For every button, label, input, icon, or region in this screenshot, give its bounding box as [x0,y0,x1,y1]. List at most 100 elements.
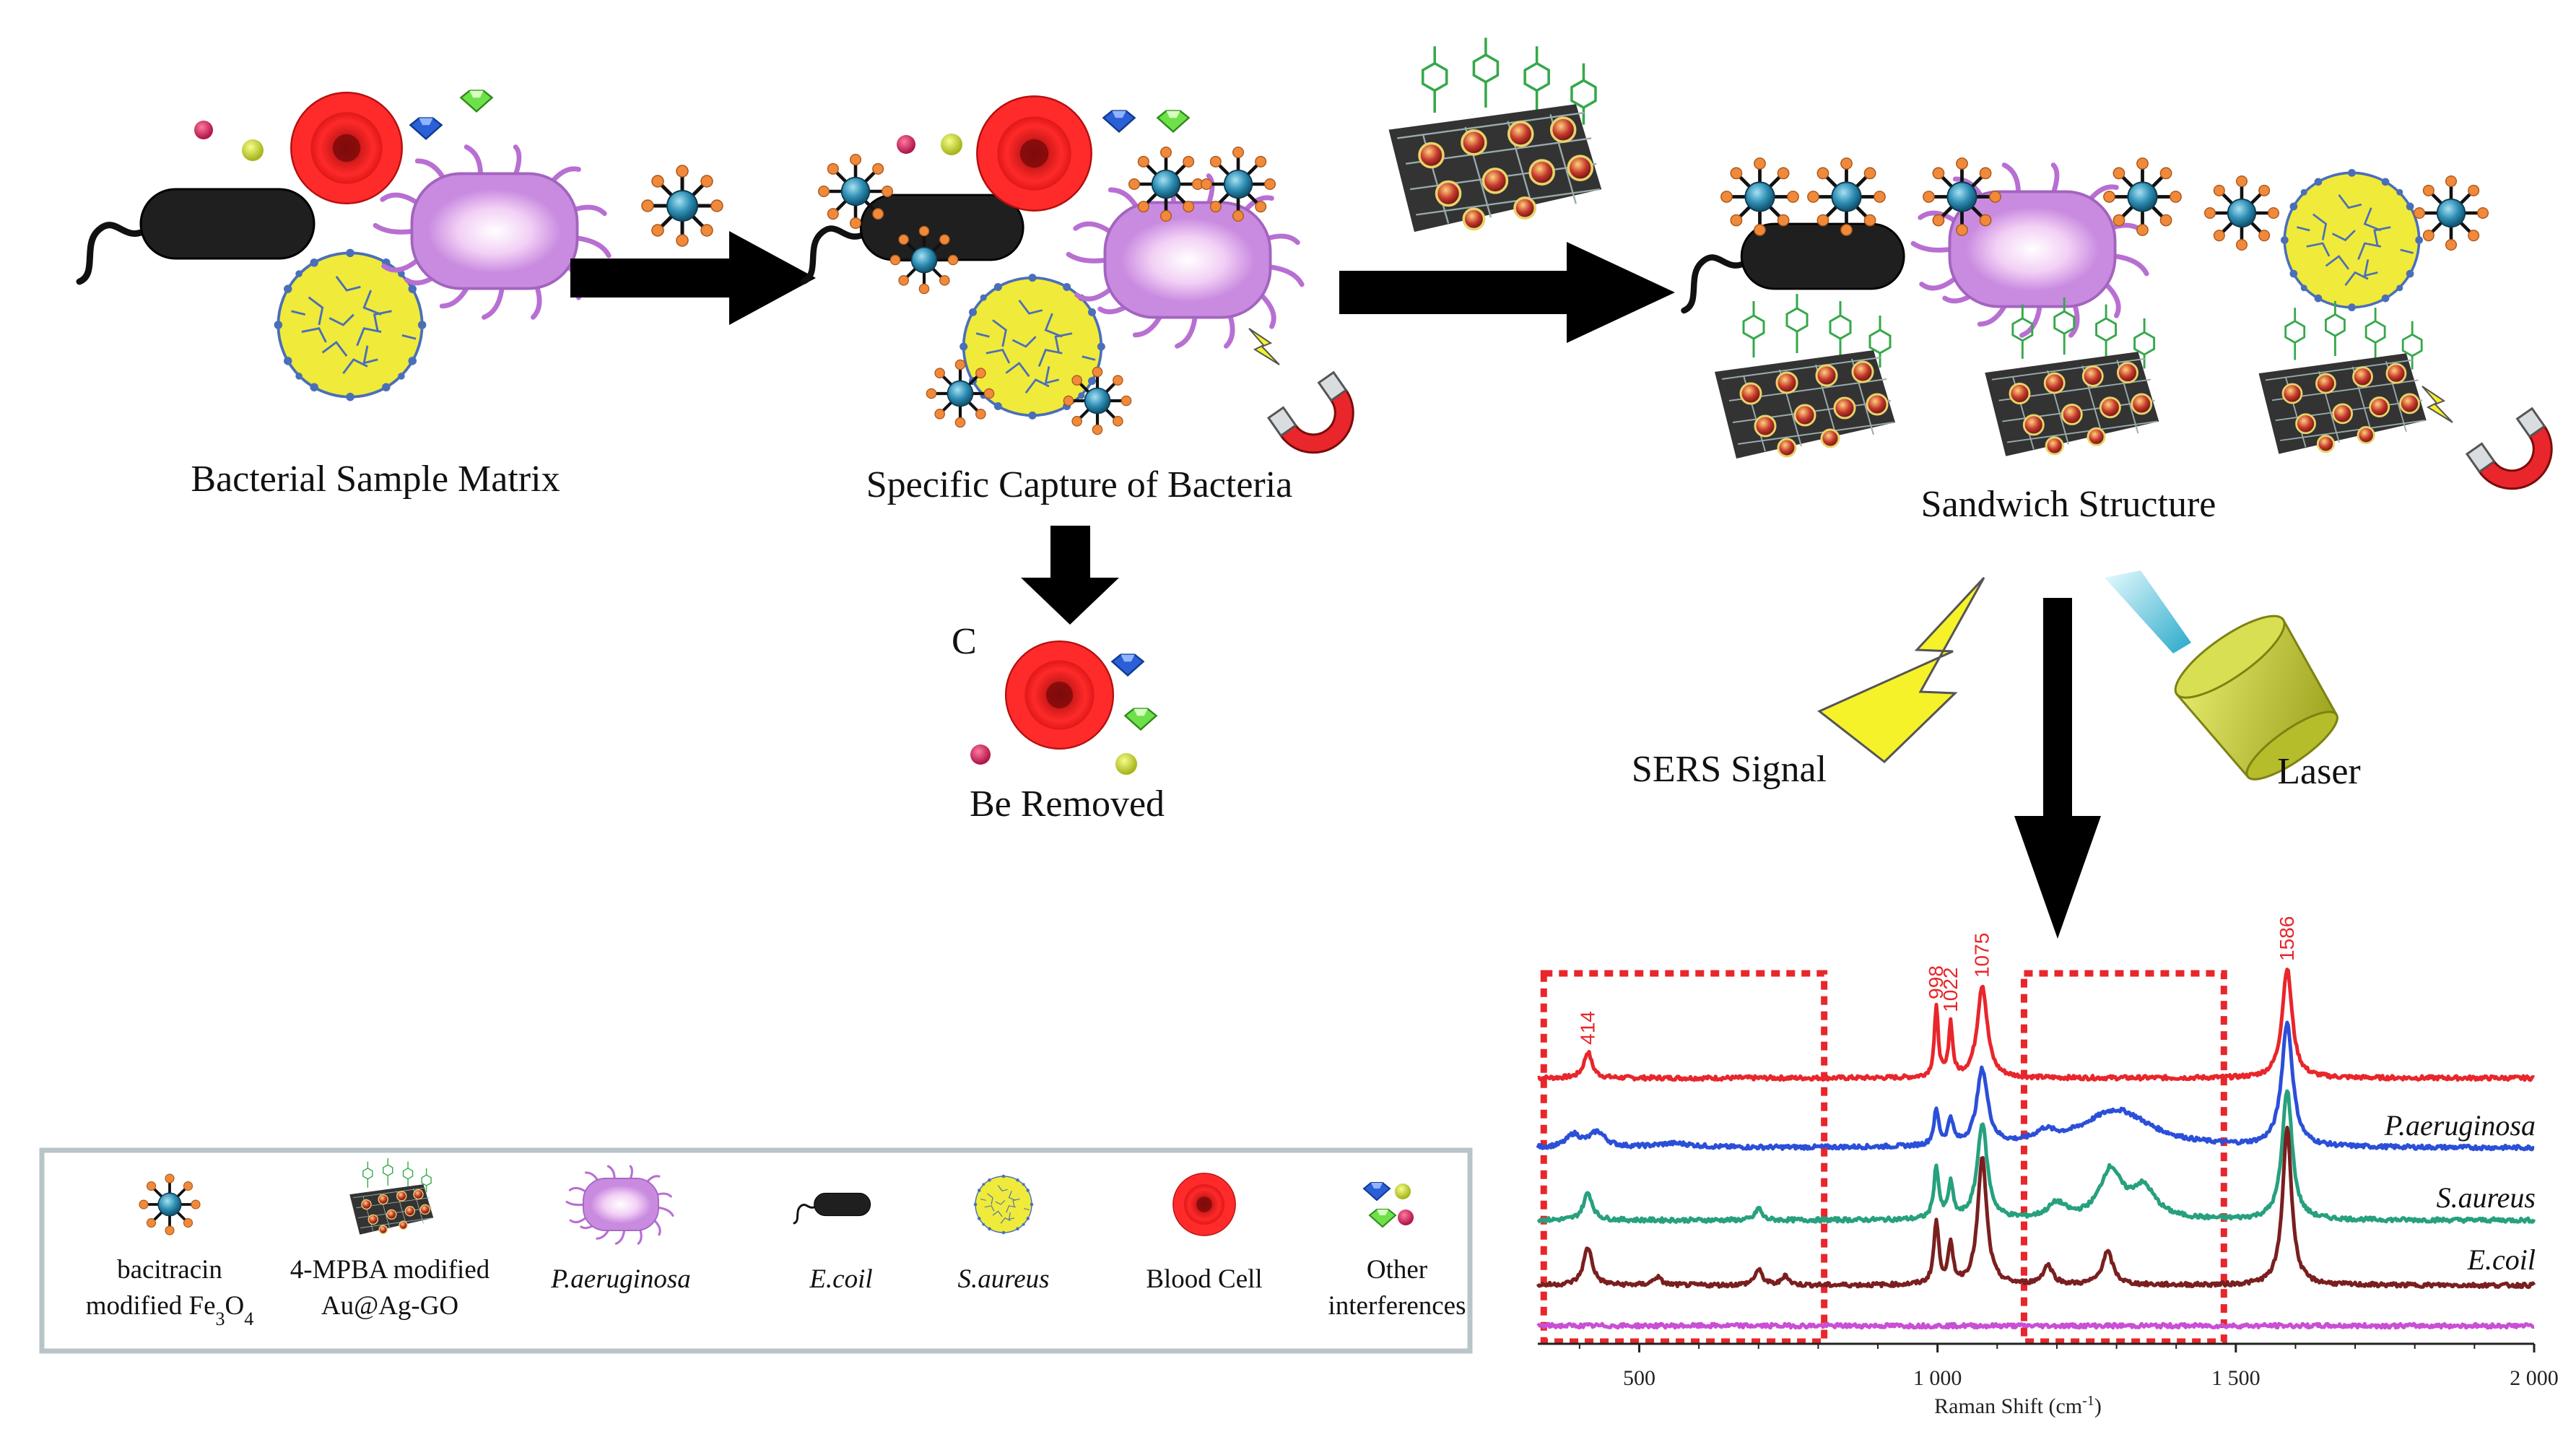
stage-specific-capture: Specific Capture of Bacteria [804,95,1370,505]
legend-item-label: Other [1367,1255,1427,1285]
legend-item-label: 4-MPBA modified [290,1255,490,1285]
interference-particle-icon [941,134,962,155]
stage1-label: Bacterial Sample Matrix [191,459,560,500]
stage3-label: Sandwich Structure [1921,484,2216,525]
legend-item-label-2: Au@Ag-GO [321,1291,458,1321]
fe3o4-nanoparticle-icon [890,226,957,293]
blood-cell-icon [1004,640,1115,750]
legend-border [39,1147,1473,1354]
interference-particle-icon [409,117,443,140]
fe3o4-nanoparticle-icon [1721,158,1798,235]
legend-item-label-2: interferences [1328,1291,1466,1321]
blood-cell-icon [1172,1173,1236,1236]
interference-particle-icon [194,121,213,139]
legend-item-label: E.coil [809,1264,872,1294]
fe3o4-nanoparticle-icon [2104,158,2181,235]
blood-cell-icon [976,95,1092,212]
x-axis-label: Raman Shift (cm-1) [1934,1393,2102,1418]
fe3o4-nanoparticle-icon [2205,176,2279,251]
interference-particle-icon [1111,653,1144,677]
legend-item: bacitracin modified Fe3O4 [86,1173,254,1329]
s-aureus-icon [958,272,1107,421]
peak-label: 1075 [1971,933,1993,978]
legend-item-label: S.aureus [957,1264,1049,1294]
e-coli-icon [804,195,1024,282]
fe3o4-nanoparticle-icon [1201,147,1276,222]
interference-particle-icon [1124,708,1157,731]
spectrum-series [1536,1020,2535,1152]
x-tick-label: 2 000 [2510,1366,2559,1390]
legend-item: Blood Cell [1146,1173,1263,1294]
interference-particle-icon [460,90,493,113]
legend-item-label-2: modified Fe3O4 [86,1291,254,1329]
highlight-region [1540,970,1828,1345]
mpba-au-ag-go-icon [1983,296,2160,458]
magnetic-field-icon [1248,328,1280,365]
interference-particle-icon [970,744,991,765]
legend-item-label: P.aeruginosa [550,1264,691,1294]
series-label: P.aeruginosa [2384,1109,2536,1142]
legend-item: Other interferences [1328,1182,1466,1321]
legend-panel: bacitracin modified Fe3O4 4-MPBA modifiedA… [39,1147,1473,1354]
blood-cell-icon [290,91,403,204]
sers-signal: SERS Signal [1632,576,1985,790]
removed-marker: C [952,621,977,662]
fe3o4-nanoparticle-icon [2414,176,2489,251]
peak-label: 414 [1576,1011,1598,1045]
fe3o4-nanoparticle-icon [642,165,723,246]
spectrum-series [1536,1089,2536,1224]
peak-label: 1586 [2276,916,2298,961]
removed-interferences: C Be Removed [952,621,1165,825]
other-interferences-icon [1363,1182,1414,1228]
stage2-label: Specific Capture of Bacteria [866,464,1293,505]
peak-label: 998 [1925,965,1947,999]
mpba-au-ag-go-icon [2258,300,2428,455]
laser-label: Laser [2277,751,2360,792]
sers-signal-label: SERS Signal [1632,749,1827,790]
arrow-to-spectrum [2014,598,2101,939]
s-aureus-icon [272,247,428,403]
s-aureus-icon [2279,168,2424,313]
fe3o4-nanoparticle-icon [1808,158,1885,235]
magnet-icon [2466,407,2569,505]
legend-item-label: bacitracin [117,1255,222,1285]
spectrum-series [1536,1126,2536,1290]
series-label: E.coil [2467,1243,2536,1276]
mpba-au-ag-go-icon [1387,36,1603,233]
interference-particle-icon [1102,110,1136,133]
e-coli-icon [1684,224,1905,310]
stage-bacterial-sample-matrix: Bacterial Sample Matrix [79,90,609,500]
magnet-icon [1267,371,1370,469]
magnetic-field-icon [2421,386,2453,423]
legend-item-label: Blood Cell [1146,1264,1262,1294]
interference-particle-icon [897,135,915,154]
peak-label: 1022 [1939,968,1962,1012]
x-tick-label: 1 500 [2211,1366,2260,1390]
arrow-add-nanoparticles [570,165,816,325]
highlight-region [2020,970,2227,1345]
legend-item: E.coil [793,1191,873,1294]
legend-item: S.aureus [957,1174,1050,1294]
arrow-remove [1021,526,1119,625]
laser-icon [2174,614,2338,781]
fe3o4-nanoparticle-icon [1923,158,2001,235]
mpba-au-ag-go-icon [1713,292,1897,460]
legend-item: P.aeruginosa [550,1165,691,1294]
spectrum-series [1537,968,2535,1082]
x-tick-label: 1 000 [1913,1366,1962,1390]
spectrum-series [1536,1321,2535,1330]
s-aureus-icon [973,1174,1034,1235]
stage-sandwich-structure: Sandwich Structure [1684,158,2569,525]
fe3o4-nanoparticle-icon [1063,367,1131,434]
fe3o4-nanoparticle-icon [819,155,893,229]
series-label: S.aureus [2437,1181,2536,1214]
removed-label: Be Removed [970,783,1165,825]
x-tick-label: 500 [1623,1366,1655,1390]
interference-particle-icon [242,139,264,161]
sers-signal-icon [1817,576,1985,763]
laser: Laser [2105,570,2361,792]
interference-particle-icon [1157,110,1190,133]
